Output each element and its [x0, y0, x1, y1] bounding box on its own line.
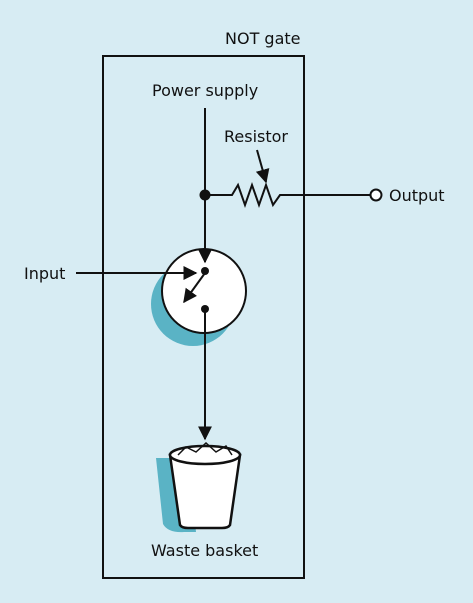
input-label: Input	[24, 264, 65, 283]
resistor-label: Resistor	[224, 127, 288, 146]
switch-lever-arrow	[183, 272, 206, 304]
waste-basket-icon	[168, 441, 242, 530]
output-terminal-icon	[369, 188, 383, 202]
output-label: Output	[389, 186, 445, 205]
switch-contact-top	[201, 267, 209, 275]
gate-box	[102, 55, 305, 579]
waste-basket-label: Waste basket	[151, 541, 258, 560]
resistor-icon	[205, 181, 370, 209]
resistor-pointer-arrow	[255, 149, 270, 184]
gate-title: NOT gate	[225, 29, 301, 48]
power-supply-label: Power supply	[152, 81, 258, 100]
